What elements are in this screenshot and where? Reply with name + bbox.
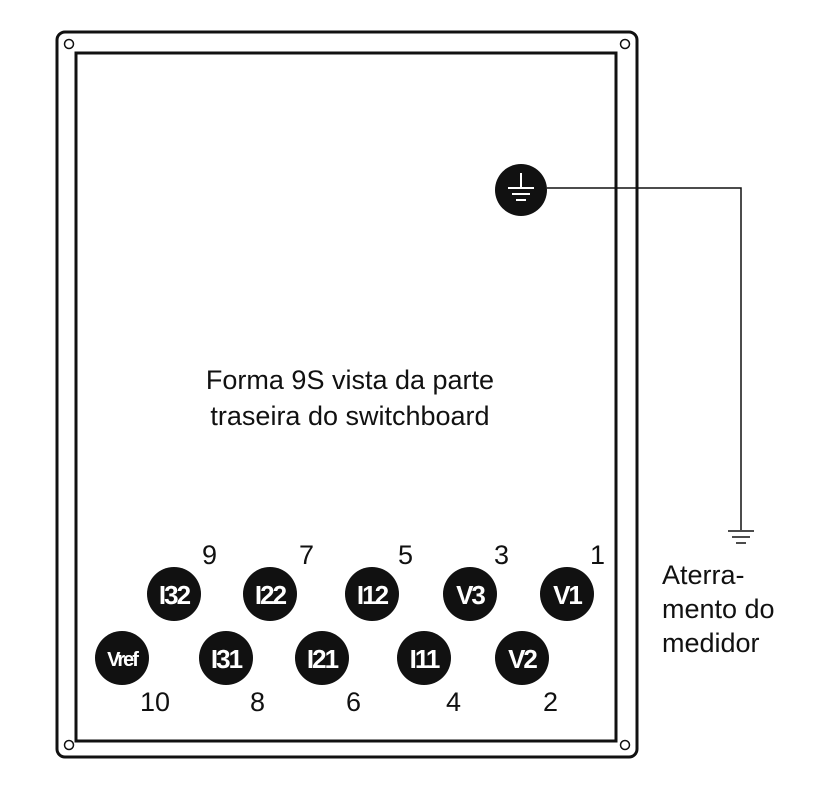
terminal-label: V1 — [553, 580, 582, 610]
terminal-label: I31 — [211, 644, 243, 674]
ground-label-line-1: Aterra- — [662, 560, 745, 590]
terminal-number-1: 1 — [590, 540, 606, 570]
caption-line-1: Forma 9S vista da parte — [205, 365, 495, 395]
terminal-i32: I32 — [147, 567, 201, 621]
terminal-i31: I31 — [199, 631, 253, 685]
terminal-label: I11 — [410, 644, 440, 674]
corner-hole-bottom-right — [619, 739, 631, 751]
terminal-label: I12 — [357, 580, 389, 610]
terminal-number-10: 10 — [140, 687, 171, 717]
terminal-number-5: 5 — [398, 540, 414, 570]
terminal-label: I32 — [159, 580, 191, 610]
terminal-number-2: 2 — [543, 687, 559, 717]
ground-symbol-icon — [508, 173, 534, 201]
terminal-label: I21 — [307, 644, 339, 674]
inner-frame — [74, 51, 618, 743]
terminal-label: V3 — [456, 580, 485, 610]
terminal-vref: Vref — [95, 631, 149, 685]
terminal-i21: I21 — [295, 631, 349, 685]
ground-wire — [547, 187, 742, 530]
terminal-v3: V3 — [443, 567, 497, 621]
terminal-i12: I12 — [345, 567, 399, 621]
ground-label-line-3: medidor — [662, 628, 760, 658]
ground-label: Aterra- mento do medidor — [662, 558, 775, 660]
terminal-v1: V1 — [540, 567, 594, 621]
terminal-number-4: 4 — [446, 687, 462, 717]
terminal-i22: I22 — [243, 567, 297, 621]
corner-hole-bottom-left — [63, 739, 75, 751]
earth-ground-icon — [728, 530, 754, 544]
terminal-i11: I11 — [397, 631, 451, 685]
ground-label-line-2: mento do — [662, 594, 775, 624]
corner-hole-top-left — [63, 38, 75, 50]
caption-line-2: traseira do switchboard — [210, 401, 490, 431]
outer-frame — [55, 30, 639, 759]
panel-ground-terminal — [495, 164, 547, 216]
panel-caption: Forma 9S vista da parte traseira do swit… — [150, 362, 550, 434]
terminal-label: I22 — [255, 580, 287, 610]
terminal-number-9: 9 — [202, 540, 218, 570]
terminal-number-8: 8 — [250, 687, 266, 717]
terminal-number-3: 3 — [494, 540, 510, 570]
terminal-v2: V2 — [495, 631, 549, 685]
terminal-label: Vref — [107, 649, 139, 671]
terminal-number-7: 7 — [299, 540, 315, 570]
terminal-label: V2 — [508, 644, 537, 674]
terminal-number-6: 6 — [346, 687, 362, 717]
corner-hole-top-right — [619, 38, 631, 50]
